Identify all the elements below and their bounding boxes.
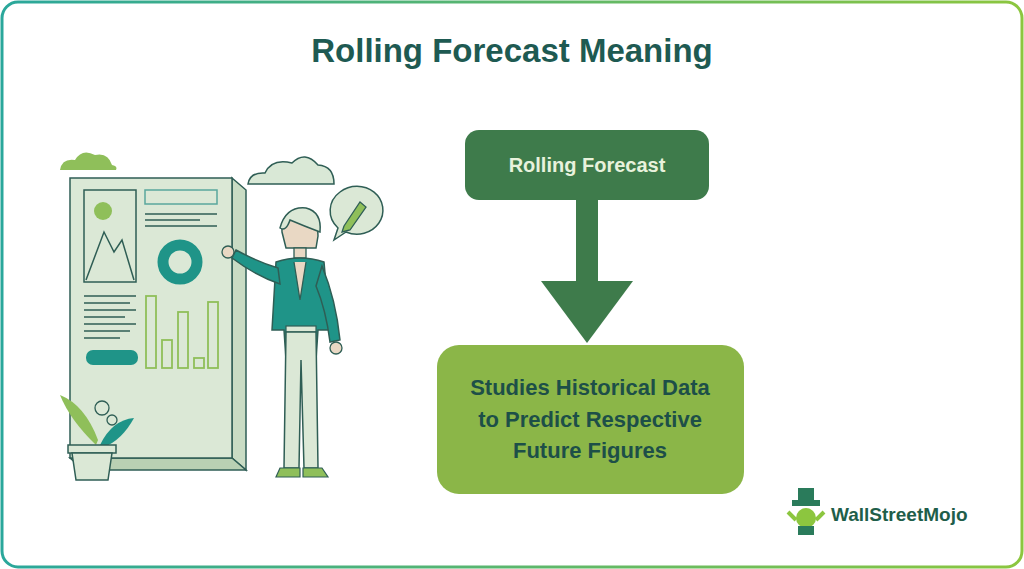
logo-text: WallStreetMojo — [831, 504, 968, 526]
logo-icon — [788, 488, 824, 535]
box-text: Studies Historical Data to Predict Respe… — [459, 372, 722, 468]
box-text: Rolling Forecast — [509, 154, 666, 177]
diagram-title: Rolling Forecast Meaning — [0, 32, 1024, 70]
description-box: Studies Historical Data to Predict Respe… — [437, 345, 744, 494]
header-box: Rolling Forecast — [465, 130, 709, 200]
flow-arrow — [541, 200, 633, 343]
